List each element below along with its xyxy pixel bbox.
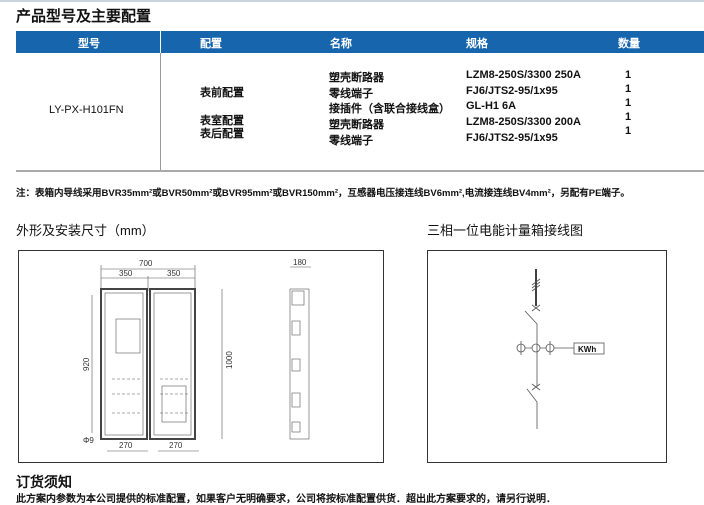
wiring-title: 三相一位电能计量箱接线图 — [427, 223, 584, 238]
config-room: 表室配置 — [200, 115, 244, 127]
header-config: 配置 — [200, 38, 222, 50]
top-divider — [0, 0, 704, 2]
meter-label: KWh — [578, 345, 596, 354]
row-spec: LZM8-250S/3300 200A — [466, 116, 581, 128]
page-title: 产品型号及主要配置 — [16, 8, 152, 25]
row-qty: 1 — [625, 83, 632, 95]
header-model: 型号 — [78, 38, 100, 50]
wiring-diagram: KWh — [427, 250, 667, 463]
dimension-drawing: 700 350 350 920 1000 270 270 Φ9 180 — [18, 250, 384, 463]
config-post: 表后配置 — [200, 128, 244, 140]
dimensions-title: 外形及安装尺寸（mm） — [16, 223, 155, 238]
dim-height-inner: 920 — [82, 357, 91, 371]
dim-depth: 180 — [293, 258, 307, 267]
row-name: 零线端子 — [329, 135, 373, 147]
dim-height-total: 1000 — [225, 351, 234, 369]
dim-bottom-right: 270 — [169, 441, 183, 450]
dim-half-right: 350 — [167, 269, 181, 278]
row-name: 塑壳断路器 — [329, 119, 384, 131]
row-qty: 1 — [625, 125, 632, 137]
row-name: 零线端子 — [329, 88, 373, 100]
header-spec: 规格 — [466, 38, 488, 50]
model-cell: LY-PX-H101FN — [49, 104, 124, 116]
table-bottom-line — [16, 170, 704, 172]
note-text: 注：表箱内导线采用BVR35mm²或BVR50mm²或BVR95mm²或BVR1… — [16, 188, 630, 199]
footer-text: 此方案内参数为本公司提供的标准配置，如果客户无明确要求，公司将按标准配置供货．超… — [16, 494, 556, 505]
row-name: 塑壳断路器 — [329, 72, 384, 84]
header-name: 名称 — [330, 38, 352, 50]
row-qty: 1 — [625, 69, 632, 81]
row-qty: 1 — [625, 111, 632, 123]
table-header: 型号 配置 名称 规格 数量 — [16, 31, 704, 53]
row-name: 接插件（含联合接线盒） — [329, 103, 450, 115]
row-spec: GL-H1 6A — [466, 100, 517, 112]
dim-hole: Φ9 — [83, 436, 94, 445]
header-qty: 数量 — [618, 38, 640, 50]
dim-half-left: 350 — [119, 269, 133, 278]
row-spec: LZM8-250S/3300 250A — [466, 69, 581, 81]
row-spec: FJ6/JTS2-95/1x95 — [466, 85, 558, 97]
dim-total-width: 700 — [139, 259, 153, 268]
dim-bottom-left: 270 — [119, 441, 133, 450]
column-divider — [160, 53, 161, 170]
row-qty: 1 — [625, 97, 632, 109]
row-spec: FJ6/JTS2-95/1x95 — [466, 132, 558, 144]
config-pre: 表前配置 — [200, 87, 244, 99]
footer-title: 订货须知 — [16, 474, 72, 490]
